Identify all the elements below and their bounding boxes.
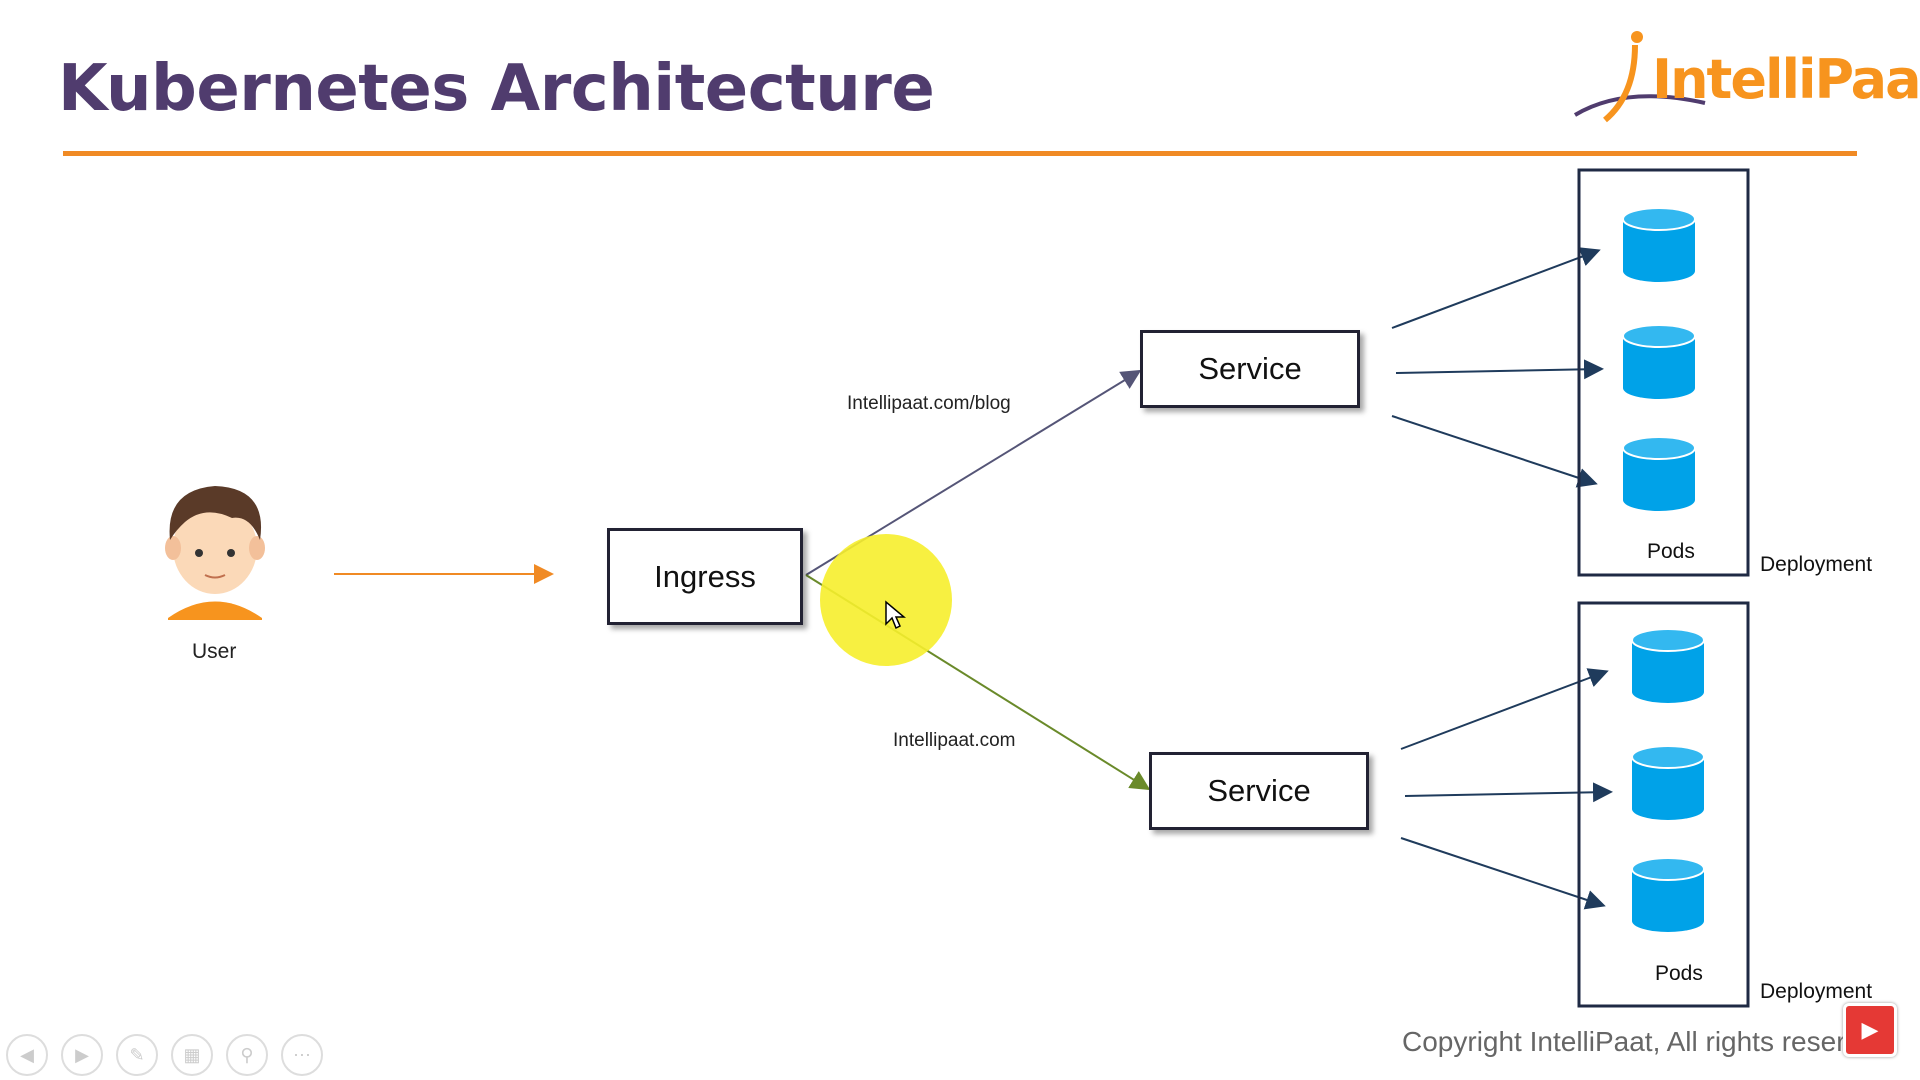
pod-icon	[1631, 628, 1705, 703]
route-label-root: Intellipaat.com	[893, 730, 1016, 751]
title-divider	[63, 151, 1857, 156]
pen-icon[interactable]: ✎	[116, 1034, 158, 1076]
top-pod-arrow-3	[1391, 415, 1598, 488]
zoom-icon[interactable]: ⚲	[226, 1034, 268, 1076]
pod-icon	[1622, 207, 1696, 282]
pod-icon	[1622, 436, 1696, 511]
slides-icon[interactable]: ▦	[171, 1034, 213, 1076]
pod-icon	[1631, 745, 1705, 820]
user-label: User	[192, 640, 237, 663]
pod-icon	[1622, 324, 1696, 399]
pods-label-top: Pods	[1647, 540, 1695, 563]
top-pod-arrow-1	[1391, 247, 1601, 329]
deployment-label-bottom: Deployment	[1760, 980, 1873, 1003]
copyright-text: Copyright IntelliPaat, All rights reserv…	[1402, 1026, 1891, 1057]
pods-label-bottom: Pods	[1655, 962, 1703, 985]
service-box-top: Service	[1140, 330, 1360, 408]
logo-figure-icon	[1573, 31, 1706, 123]
more-icon[interactable]: ⋯	[281, 1034, 323, 1076]
bottom-pod-arrow-1	[1400, 668, 1609, 750]
bottom-pod-arrow-3	[1400, 837, 1606, 910]
service-box-bottom: Service	[1149, 752, 1369, 830]
top-pod-arrow-2	[1395, 359, 1604, 380]
slideshow-toolbar: ◀ ▶ ✎ ▦ ⚲ ⋯	[6, 1034, 323, 1076]
user-avatar-icon	[165, 486, 265, 620]
route-label-blog: Intellipaat.com/blog	[847, 393, 1011, 414]
bottom-pod-arrow-2	[1404, 782, 1613, 803]
page-title: Kubernetes Architecture	[58, 52, 935, 126]
prev-icon[interactable]: ◀	[6, 1034, 48, 1076]
next-icon[interactable]: ▶	[61, 1034, 103, 1076]
deployment-label-top: Deployment	[1760, 553, 1873, 576]
mouse-cursor-icon	[885, 600, 906, 630]
cursor-highlight	[820, 534, 952, 666]
subscribe-icon[interactable]: ▶	[1843, 1003, 1897, 1057]
ingress-box: Ingress	[607, 528, 803, 625]
deployment-box-top	[1577, 168, 1750, 577]
pod-icon	[1631, 857, 1705, 932]
deployment-box-bottom	[1577, 601, 1750, 1008]
intellipaat-logo	[1565, 25, 1865, 125]
logo-text: IntelliPaat	[1652, 48, 1920, 111]
